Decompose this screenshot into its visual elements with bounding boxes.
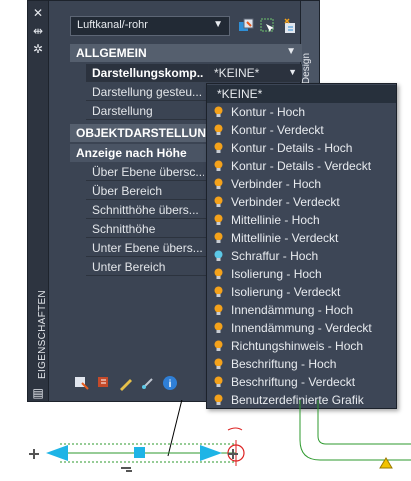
bulb-icon (214, 214, 223, 226)
properties-menu-icon[interactable]: ✲ (32, 42, 44, 56)
list-item-label: Beschriftung - Hoch (231, 357, 337, 371)
list-item[interactable]: Verbinder - Verdeckt (207, 193, 396, 211)
select-objects-icon[interactable] (260, 18, 276, 34)
list-item-selected[interactable]: *KEINE* (207, 85, 396, 103)
bulb-icon (214, 142, 223, 154)
list-item-label: Isolierung - Hoch (231, 267, 322, 281)
list-item-label: Verbinder - Hoch (231, 177, 322, 191)
list-item[interactable]: Innendämmung - Hoch (207, 301, 396, 319)
connector-arc (227, 427, 243, 431)
list-item[interactable]: Beschriftung - Verdeckt (207, 373, 396, 391)
grip-end-arrow (200, 445, 222, 461)
object-type-dropdown[interactable]: Luftkanal/-rohr ▼ (70, 16, 230, 36)
toggle-pickadd-icon[interactable] (238, 18, 254, 34)
list-item-label: Kontur - Details - Hoch (231, 141, 353, 155)
list-item-label: Kontur - Verdeckt (231, 123, 324, 137)
list-item-label: Isolierung - Verdeckt (231, 285, 341, 299)
bulb-icon (214, 340, 223, 352)
list-item[interactable]: Kontur - Details - Hoch (207, 139, 396, 157)
bulb-icon (214, 232, 223, 244)
bulb-icon (214, 196, 223, 208)
bulb-icon (214, 178, 223, 190)
bulb-icon (214, 268, 223, 280)
style-manager-icon[interactable] (96, 375, 112, 391)
list-item-label: Innendämmung - Hoch (231, 303, 354, 317)
lengthen-grip (121, 467, 132, 472)
bulb-icon (214, 106, 223, 118)
grip-start-arrow (46, 445, 68, 461)
leader-line (167, 400, 183, 457)
list-item-label: Mittellinie - Verdeckt (231, 231, 339, 245)
list-item-label: Richtungshinweis - Hoch (231, 339, 364, 353)
list-item[interactable]: Kontur - Details - Verdeckt (207, 157, 396, 175)
chevron-down-icon: ▼ (213, 19, 223, 30)
palette-title: EIGENSCHAFTEN (36, 290, 48, 379)
list-item[interactable]: Kontur - Verdeckt (207, 121, 396, 139)
list-item[interactable]: Isolierung - Verdeckt (207, 283, 396, 301)
property-row-display-component[interactable]: Darstellungskomp... *KEINE* ▼ (86, 64, 302, 82)
list-item-label: Kontur - Hoch (231, 105, 306, 119)
list-item-label: Kontur - Details - Verdeckt (231, 159, 372, 173)
list-item[interactable]: Schraffur - Hoch (207, 247, 396, 265)
list-item[interactable]: Innendämmung - Verdeckt (207, 319, 396, 337)
list-item-label: Verbinder - Verdeckt (231, 195, 340, 209)
close-icon[interactable]: ✕ (32, 6, 44, 20)
pipe-elbow-inner (317, 400, 411, 445)
brush-icon[interactable] (140, 375, 156, 391)
list-item[interactable]: Isolierung - Hoch (207, 265, 396, 283)
bulb-icon (214, 322, 223, 334)
bulb-icon (214, 394, 223, 406)
pencil-icon[interactable] (118, 375, 134, 391)
list-item-label: Mittellinie - Hoch (231, 213, 320, 227)
list-item[interactable]: Kontur - Hoch (207, 103, 396, 121)
bulb-icon (214, 358, 223, 370)
list-item[interactable]: Mittellinie - Hoch (207, 211, 396, 229)
bulb-icon (214, 160, 223, 172)
list-item[interactable]: Richtungshinweis - Hoch (207, 337, 396, 355)
list-item-label: Beschriftung - Verdeckt (231, 375, 356, 389)
warning-icon (379, 457, 393, 469)
bulb-icon (214, 124, 223, 136)
svg-text:i: i (169, 379, 172, 390)
bulb-icon (214, 376, 223, 388)
object-type-value: Luftkanal/-rohr (77, 19, 148, 31)
add-grip-left (29, 449, 39, 459)
bulb-icon (214, 250, 223, 262)
edit-style-icon[interactable] (74, 375, 90, 391)
list-item[interactable]: Verbinder - Hoch (207, 175, 396, 193)
palette-settings-icon[interactable]: ▤ (32, 386, 44, 400)
chevron-down-icon: ▼ (288, 67, 297, 77)
list-item[interactable]: Benutzerdefinierte Grafik (207, 391, 396, 409)
autohide-icon[interactable]: ⇹ (32, 24, 44, 38)
section-allgemein[interactable]: ALLGEMEIN ▼ (70, 44, 302, 62)
list-item-label: Innendämmung - Verdeckt (231, 321, 372, 335)
list-item[interactable]: Beschriftung - Hoch (207, 355, 396, 373)
bulb-icon (214, 304, 223, 316)
info-icon[interactable]: i (162, 375, 178, 391)
list-item[interactable]: Mittellinie - Verdeckt (207, 229, 396, 247)
grip-midpoint (134, 447, 145, 458)
add-grip-right (228, 449, 238, 459)
list-item-label: Schraffur - Hoch (231, 249, 319, 263)
pipe-elbow-outer (299, 400, 411, 461)
collapse-icon: ▼ (286, 46, 296, 57)
bulb-icon (214, 286, 223, 298)
drawing-canvas[interactable] (0, 400, 411, 481)
palette-title-strip: ✕ ⇹ ✲ EIGENSCHAFTEN ▤ (28, 1, 49, 401)
quick-select-icon[interactable] (282, 18, 298, 34)
list-item-label: Benutzerdefinierte Grafik (231, 393, 364, 407)
